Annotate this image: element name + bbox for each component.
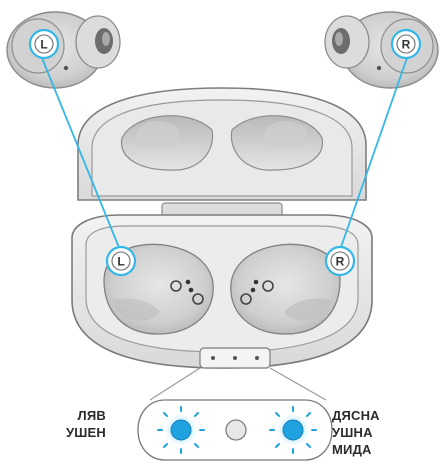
left-marker-top: L bbox=[30, 30, 58, 58]
right-label-line-3: МИДА bbox=[332, 441, 380, 458]
zoom-callout-lines bbox=[150, 368, 326, 400]
right-label-line-1: ДЯСНА bbox=[332, 407, 380, 424]
right-marker-label-top: R bbox=[402, 38, 411, 52]
middle-led-indicator bbox=[226, 420, 246, 440]
left-marker-label-top: L bbox=[40, 38, 47, 52]
left-marker-case: L bbox=[107, 247, 135, 275]
case-lid bbox=[78, 88, 366, 217]
left-label-line-2: УШЕН bbox=[66, 424, 106, 441]
left-earbud-indicator-label: ЛЯВ УШЕН bbox=[66, 407, 106, 441]
right-marker-label-case: R bbox=[336, 255, 345, 269]
right-marker-case: R bbox=[326, 247, 354, 275]
right-label-line-2: УШНА bbox=[332, 424, 380, 441]
right-marker-top: R bbox=[392, 30, 420, 58]
right-earbud-in-case bbox=[231, 244, 340, 334]
right-earbud-indicator-label: ДЯСНА УШНА МИДА bbox=[332, 407, 380, 458]
led-zoom-panel bbox=[138, 400, 332, 460]
left-earbud bbox=[7, 12, 120, 88]
right-earbud bbox=[325, 12, 438, 88]
left-marker-label-case: L bbox=[117, 255, 124, 269]
led-window bbox=[200, 348, 270, 368]
left-label-line-1: ЛЯВ bbox=[66, 407, 106, 424]
